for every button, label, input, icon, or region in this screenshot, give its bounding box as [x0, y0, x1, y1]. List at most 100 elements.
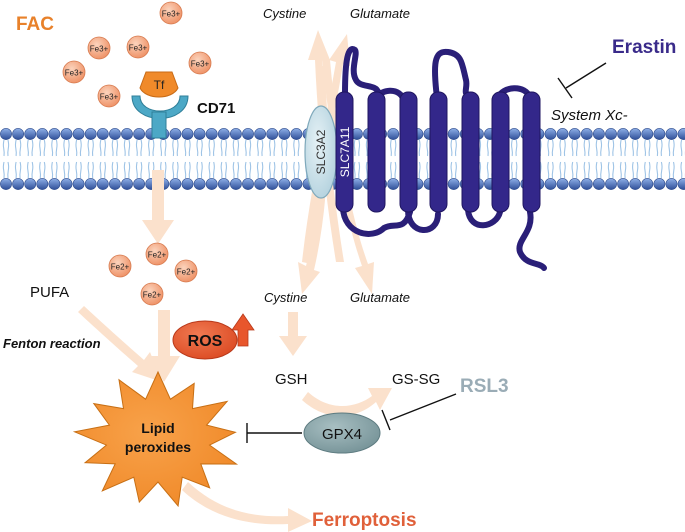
cd71-label: CD71 — [197, 100, 235, 117]
lipid-tail — [607, 139, 615, 157]
lipid-head — [641, 178, 654, 190]
lipid-tail — [63, 161, 70, 179]
lipid-tail — [244, 161, 252, 179]
lipid-head — [641, 128, 654, 140]
lipid-star-shape — [72, 370, 239, 508]
lipid-tail — [2, 139, 10, 157]
fe3-ion-label: Fe3+ — [100, 93, 119, 102]
fe2-ion: Fe2+ — [108, 254, 132, 278]
lipid-tail — [196, 161, 203, 179]
lipid-tail — [39, 161, 46, 179]
lipid-tail — [353, 161, 361, 179]
lipid-head — [653, 178, 666, 190]
lipid-head — [617, 178, 629, 190]
lipid-tail — [281, 139, 288, 157]
fe3-ion-ball — [188, 51, 212, 75]
lipid-tail — [607, 161, 615, 179]
lipid-tail — [293, 161, 300, 179]
lipid-tail — [232, 161, 240, 179]
lipid-head — [181, 128, 194, 140]
fe3-ion-ball — [97, 84, 121, 108]
arrow-cystine-to-gsh — [279, 312, 307, 356]
pufa-label: PUFA — [30, 284, 69, 301]
lipid-head — [242, 178, 254, 190]
lipid-head — [229, 178, 242, 190]
lipid-tail — [39, 139, 46, 157]
arrow-gsh-to-gssg — [302, 388, 392, 416]
lipid-head — [266, 128, 279, 140]
fe2-ions: Fe2+Fe2+Fe2+Fe2+ — [108, 242, 198, 306]
lipid-tail — [123, 161, 131, 179]
lipid-head — [629, 178, 642, 190]
lipid-peroxides-node: Lipid peroxides — [72, 370, 239, 508]
gsh-label: GSH — [275, 371, 308, 388]
lipid-tail — [595, 161, 603, 179]
fe2-ion-label: Fe2+ — [143, 291, 162, 300]
lipid-head — [278, 128, 291, 140]
helix-3 — [399, 91, 418, 213]
lipid-tail — [656, 161, 663, 179]
lipid-head — [205, 128, 218, 140]
fe3-ion-ball — [87, 36, 111, 60]
fe3-ion-ball — [62, 60, 86, 84]
lipid-head — [60, 178, 73, 190]
fe2-ion: Fe2+ — [174, 259, 198, 283]
lipid-head — [580, 178, 593, 190]
lipid-head — [605, 178, 617, 190]
lipid-head — [665, 178, 678, 190]
helix-7 — [522, 91, 541, 213]
lipid-head — [544, 178, 557, 190]
lipid-tail — [87, 161, 94, 179]
lipid-head — [556, 178, 569, 190]
lipid-head — [36, 178, 49, 190]
lipid-head — [229, 128, 242, 140]
lipid-tail — [389, 161, 397, 179]
lipid-head — [133, 128, 145, 140]
lipid-tail — [184, 139, 191, 157]
lipid-head — [254, 178, 266, 190]
lipid-tail — [353, 139, 361, 157]
erastin-label: Erastin — [612, 37, 676, 58]
lipid-tail — [147, 139, 155, 157]
lipid-tail — [293, 139, 300, 157]
ros-label: ROS — [188, 333, 223, 350]
glutamate-out-label: Glutamate — [350, 6, 410, 21]
lipid-head — [169, 128, 182, 140]
lipid-tail — [547, 161, 554, 179]
lipid-head — [24, 178, 37, 190]
glutamate-in-label: Glutamate — [350, 290, 410, 305]
tf-label: Tf — [154, 78, 165, 92]
lipid-tail — [619, 161, 627, 179]
ros-node: ROS — [172, 313, 255, 360]
lipid-head — [242, 128, 254, 140]
lipid-head — [0, 178, 12, 190]
lipid-tail — [510, 161, 518, 179]
lipid-tail — [281, 161, 288, 179]
fe3-ion-ball — [126, 35, 150, 59]
ros-up-arrow-icon — [231, 313, 255, 347]
lipid-head — [84, 178, 97, 190]
lipid-head — [677, 128, 685, 140]
arrow-cd71-down — [142, 170, 174, 244]
lipid-head — [593, 128, 605, 140]
lipid-tail — [583, 161, 591, 179]
lipid-tail — [244, 139, 252, 157]
gpx4-node: GPX4 — [303, 412, 381, 454]
lipid-label-line1: Lipid — [141, 420, 174, 436]
lipid-tail — [160, 139, 167, 157]
lipid-head — [12, 178, 24, 190]
fe3-ion-label: Fe3+ — [162, 10, 181, 19]
lipid-head — [84, 128, 97, 140]
gpx4-inhibition — [246, 423, 302, 443]
lipid-head — [568, 178, 581, 190]
lipid-tail — [268, 139, 276, 157]
lipid-tail — [450, 161, 457, 179]
arrow-glutamate-in — [322, 60, 374, 294]
fe3-ion: Fe3+ — [188, 51, 212, 75]
lipid-tail — [220, 161, 228, 179]
lipid-tail — [172, 161, 179, 179]
fe2-ion: Fe2+ — [140, 282, 164, 306]
lipid-tail — [559, 139, 566, 157]
lipid-head — [653, 128, 666, 140]
